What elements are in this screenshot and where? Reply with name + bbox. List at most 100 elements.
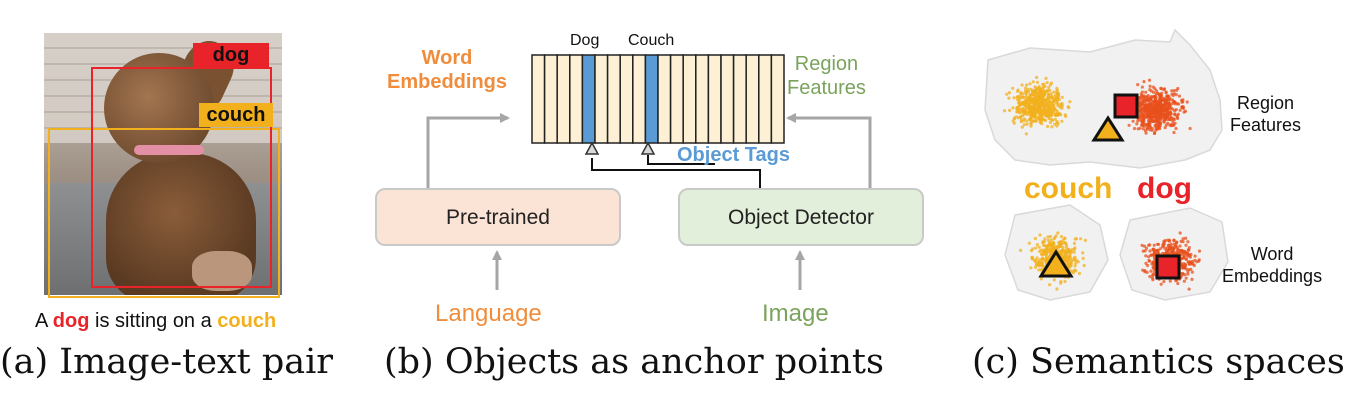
scatter-dot	[1024, 95, 1028, 99]
scatter-dot	[1079, 237, 1083, 241]
region-couch-triangle	[1091, 115, 1125, 142]
scatter-dot	[1008, 108, 1012, 112]
scatter-dot	[1188, 126, 1192, 131]
scatter-dot	[1019, 248, 1023, 252]
scatter-dot	[1182, 279, 1186, 283]
scatter-dot	[1155, 89, 1159, 93]
scatter-dot	[1019, 115, 1023, 119]
scatter-dot	[1048, 95, 1052, 99]
scatter-dot	[1028, 93, 1032, 97]
word-dog: dog	[52, 310, 90, 332]
scatter-dot	[1024, 90, 1028, 94]
scatter-dot	[1033, 265, 1038, 269]
scatter-dot	[1060, 106, 1064, 110]
scatter-dot	[1180, 100, 1184, 104]
scatter-dot	[1167, 238, 1171, 242]
scatter-dot	[1020, 83, 1024, 87]
scatter-dot	[1012, 96, 1016, 100]
scatter-dot	[1178, 231, 1182, 235]
embedding-cell	[606, 54, 621, 144]
word-couch-triangle	[1038, 249, 1074, 278]
couch-bounding-box	[48, 128, 280, 298]
tag-token-cell	[581, 54, 596, 144]
scatter-dot	[1139, 113, 1143, 117]
scatter-dot	[1041, 264, 1045, 268]
scatter-dot	[1048, 254, 1052, 258]
scatter-dot	[1181, 272, 1185, 276]
scatter-dot	[1154, 116, 1158, 120]
scatter-dot	[1059, 249, 1063, 253]
scatter-dot	[1160, 251, 1165, 256]
scatter-dot	[1039, 112, 1043, 116]
scatter-dot	[1042, 101, 1046, 105]
scatter-dot	[1184, 236, 1188, 240]
scatter-dot	[1074, 258, 1078, 262]
scatter-dot	[1141, 268, 1145, 272]
scatter-dot	[1172, 117, 1177, 121]
scatter-dot	[1173, 113, 1177, 117]
scatter-dot	[1162, 103, 1166, 107]
scatter-dot	[1034, 262, 1038, 266]
scatter-dot	[1164, 100, 1168, 104]
detector-to-region-arrow	[786, 113, 872, 188]
scatter-dot	[1012, 121, 1016, 125]
scatter-dot	[1031, 119, 1035, 123]
scatter-dot	[1052, 242, 1056, 246]
scatter-dot	[1176, 281, 1180, 286]
scatter-dot	[1068, 256, 1072, 260]
scatter-dot	[1168, 123, 1172, 127]
scatter-dot	[1184, 243, 1188, 247]
scatter-dot	[1035, 243, 1039, 247]
scatter-dot	[1035, 109, 1039, 113]
scatter-dot	[1028, 118, 1032, 122]
scatter-dot	[1019, 118, 1023, 122]
scatter-dot	[1063, 279, 1067, 284]
scatter-dot	[1033, 94, 1037, 98]
embedding-cell	[720, 54, 735, 144]
scatter-dot	[1056, 93, 1061, 97]
scatter-dot	[1156, 120, 1160, 125]
scatter-dot	[1162, 280, 1166, 284]
scatter-dot	[1140, 90, 1145, 94]
scatter-dot	[1140, 123, 1144, 127]
scatter-dot	[1016, 116, 1020, 120]
scatter-dot	[1152, 266, 1156, 270]
scatter-dot	[1186, 248, 1190, 252]
scatter-dot	[1148, 275, 1152, 279]
scatter-dot	[1047, 85, 1051, 89]
scatter-dot	[1136, 127, 1140, 131]
scatter-dot	[1167, 102, 1172, 106]
scatter-dot	[1016, 105, 1020, 110]
scatter-dot	[1157, 114, 1161, 118]
scatter-dot	[1064, 243, 1069, 247]
scatter-dot	[1011, 106, 1015, 110]
scatter-dot	[1040, 97, 1044, 101]
scatter-dot	[1169, 247, 1173, 251]
scatter-dot	[1152, 254, 1156, 258]
scatter-dot	[1161, 107, 1165, 111]
embedding-cell	[745, 54, 760, 144]
tag-token-cell	[644, 54, 659, 144]
scatter-dot	[1165, 94, 1169, 98]
scatter-dot	[1150, 111, 1154, 116]
scatter-dot	[1057, 242, 1062, 246]
scatter-dot	[1166, 106, 1170, 110]
scatter-dot	[1039, 120, 1043, 124]
scatter-dot	[1020, 102, 1024, 106]
scatter-dot	[1037, 116, 1041, 120]
scatter-dot	[1190, 270, 1194, 274]
scatter-dot	[1032, 111, 1036, 115]
scatter-dot	[1178, 108, 1182, 112]
scatter-dot	[1015, 110, 1019, 114]
scatter-dot	[1192, 263, 1196, 268]
scatter-dot	[1030, 107, 1034, 111]
scatter-dot	[1041, 112, 1045, 117]
scatter-dot	[1005, 92, 1009, 96]
scatter-dot	[1083, 238, 1087, 242]
scatter-dot	[1073, 255, 1077, 259]
scatter-dot	[1031, 247, 1035, 251]
scatter-dot	[1029, 266, 1033, 270]
scatter-dot	[1082, 263, 1086, 268]
scatter-dot	[1030, 255, 1034, 260]
scatter-dot	[1073, 237, 1077, 241]
